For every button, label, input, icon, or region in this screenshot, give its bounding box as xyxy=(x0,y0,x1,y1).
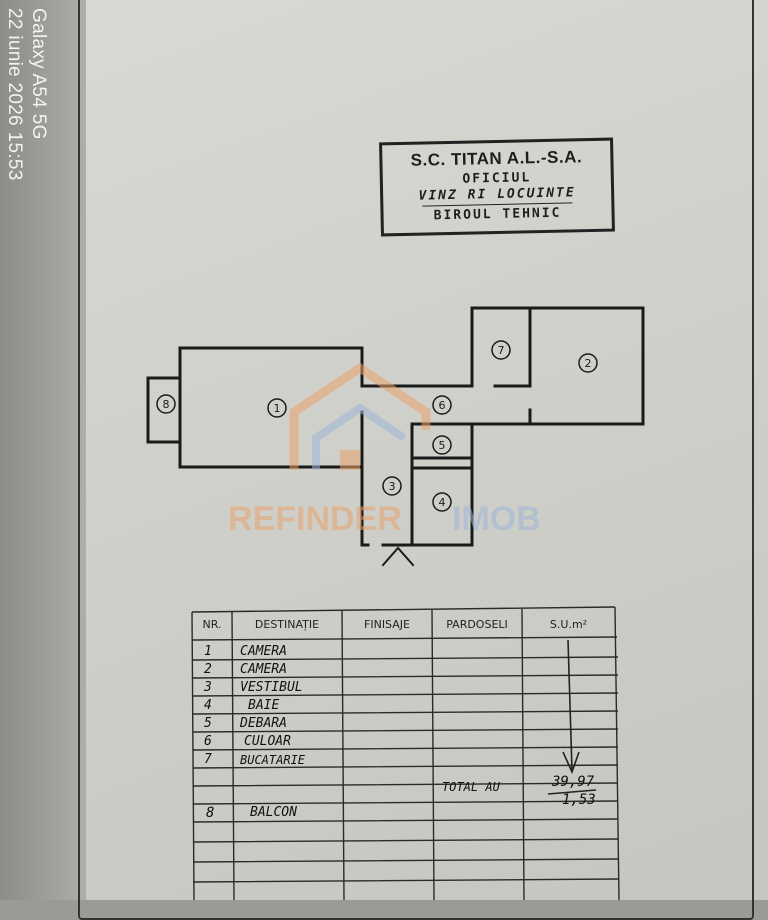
table-grid xyxy=(191,606,620,900)
balcon-area: 1,53 xyxy=(562,792,596,808)
room-label-2: 2 xyxy=(585,357,592,370)
watermark-logo: REFINDER IMOB xyxy=(228,362,541,538)
room-label-7: 7 xyxy=(498,344,505,357)
header-nr: NR. xyxy=(202,618,222,631)
floor-plan: 8 1 6 3 5 4 7 2 REFINDER IMOB xyxy=(146,306,645,900)
photo-background xyxy=(0,0,88,900)
watermark-text-refinder: REFINDER xyxy=(228,500,402,538)
rooms-table: NR. DESTINAȚIE FINISAJE PARDOSELI S.U.m²… xyxy=(192,610,616,910)
row-nr: 7 xyxy=(204,752,212,767)
label-circle-7 xyxy=(491,340,511,360)
balcon-nr: 8 xyxy=(206,805,215,821)
row-nr: 3 xyxy=(204,680,212,695)
row-nr: 5 xyxy=(204,716,212,731)
sum-arrow-icon xyxy=(562,639,580,775)
header-destinatie: DESTINAȚIE xyxy=(254,618,320,631)
total-label: TOTAL AU xyxy=(442,780,500,794)
watermark-text-imob: IMOB xyxy=(452,500,541,538)
wall-balcony xyxy=(146,376,182,444)
room-label-4: 4 xyxy=(439,496,446,509)
row-destinatie: BAIE xyxy=(248,698,280,713)
wall-room-7 xyxy=(470,306,532,388)
room-label-5: 5 xyxy=(439,439,446,452)
row-destinatie: VESTIBUL xyxy=(240,680,303,695)
total-underline xyxy=(547,789,597,795)
entrance-arrow-icon xyxy=(381,546,415,567)
label-circle-5 xyxy=(432,435,452,455)
label-circle-1 xyxy=(267,398,287,418)
row-destinatie: CULOAR xyxy=(244,734,291,749)
wall-vestibul xyxy=(360,410,414,547)
room-label-1: 1 xyxy=(274,402,281,415)
row-nr: 1 xyxy=(204,644,212,659)
label-circle-2 xyxy=(578,353,598,373)
header-su: S.U.m² xyxy=(549,618,588,631)
wall-room-1 xyxy=(178,346,364,469)
balcon-name: BALCON xyxy=(250,805,297,820)
watermark-house-icon xyxy=(289,362,431,470)
row-destinatie: DEBARA xyxy=(240,716,287,731)
header-finisaje: FINISAJE xyxy=(364,618,410,631)
row-nr: 4 xyxy=(204,698,212,713)
room-label-6: 6 xyxy=(439,399,446,412)
row-destinatie: CAMERA xyxy=(240,644,287,659)
label-circle-3 xyxy=(382,476,402,496)
row-destinatie: CAMERA xyxy=(240,662,287,677)
row-nr: 2 xyxy=(204,662,212,677)
label-circle-8 xyxy=(156,394,176,414)
room-label-3: 3 xyxy=(389,480,396,493)
row-destinatie: BUCATARIE xyxy=(240,753,306,767)
total-value: 39,97 xyxy=(552,774,595,790)
wall-debara-baie xyxy=(410,422,474,547)
room-label-8: 8 xyxy=(163,398,170,411)
label-circle-4 xyxy=(432,492,452,512)
label-circle-6 xyxy=(432,395,452,415)
header-pardoseli: PARDOSELI xyxy=(446,618,508,631)
row-nr: 6 xyxy=(204,734,212,749)
wall-room-2 xyxy=(528,306,645,426)
